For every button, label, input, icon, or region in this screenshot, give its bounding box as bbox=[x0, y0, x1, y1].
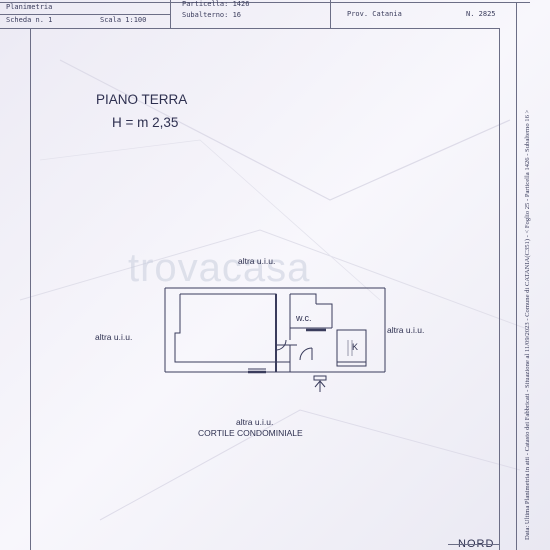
label-west: altra u.i.u. bbox=[95, 332, 133, 342]
header-bottom-line bbox=[0, 28, 500, 29]
header-divider-1 bbox=[170, 0, 171, 28]
province: Prov. Catania bbox=[347, 10, 402, 18]
north-mark-line bbox=[448, 544, 500, 545]
sheet-number: N. 2825 bbox=[466, 10, 496, 18]
header-mid-line bbox=[0, 14, 170, 15]
label-kitchen: K bbox=[352, 342, 359, 352]
subalterno: Subalterno: 16 bbox=[182, 11, 242, 19]
watermark-logo: trovacasa bbox=[128, 246, 311, 290]
side-caption: Data: Ultima Planimetria in atti - Catas… bbox=[524, 109, 531, 540]
header-top-line bbox=[0, 2, 530, 3]
frame-left bbox=[30, 28, 31, 550]
label-courtyard: CORTILE CONDOMINIALE bbox=[198, 428, 303, 438]
doc-type: Planimetria bbox=[6, 3, 53, 11]
scale: Scala 1:100 bbox=[100, 16, 147, 24]
label-north: altra u.i.u. bbox=[238, 256, 276, 266]
particella: Particella: 1426 bbox=[182, 0, 250, 8]
label-wc: w.c. bbox=[296, 313, 312, 323]
floor-height: H = m 2,35 bbox=[112, 115, 179, 130]
frame-outer-right bbox=[516, 2, 517, 550]
header-divider-2 bbox=[330, 0, 331, 28]
scheda-number: Scheda n. 1 bbox=[6, 16, 53, 24]
floor-title: PIANO TERRA bbox=[96, 92, 188, 107]
label-east: altra u.i.u. bbox=[387, 325, 425, 335]
frame-right bbox=[499, 28, 500, 550]
label-south: altra u.i.u. bbox=[236, 417, 274, 427]
